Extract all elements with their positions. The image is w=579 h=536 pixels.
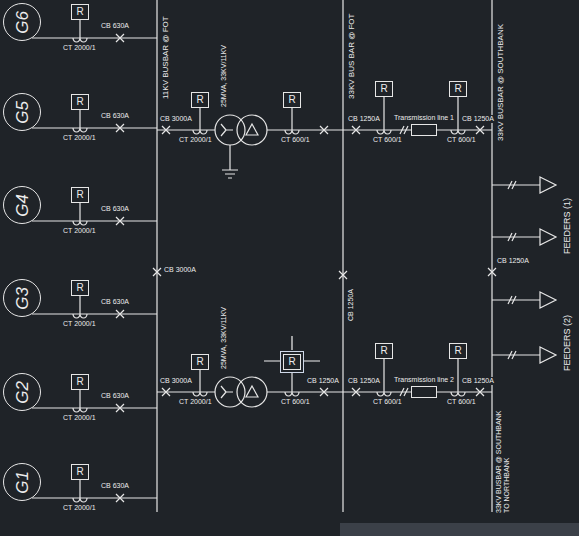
rating-label: CB 1250A	[347, 115, 381, 123]
transmission-line-box: Transmission line 2	[393, 376, 455, 398]
busbar-label: CB 1250A	[347, 288, 355, 322]
rating-label: CB 630A	[100, 482, 130, 490]
rating-label: CT 600/1	[280, 136, 311, 144]
generator-label: G5	[14, 101, 31, 124]
rating-label: CT 600/1	[280, 398, 311, 406]
relay-box: R	[283, 92, 300, 108]
rating-label: CB 630A	[100, 298, 130, 306]
generator-label: G1	[14, 471, 31, 494]
feeder-outlets	[492, 177, 556, 363]
relay-box: R	[375, 81, 392, 97]
line-impedance-box	[411, 124, 437, 136]
generator-circle: G3	[3, 279, 41, 317]
generator-circle: G4	[3, 186, 41, 224]
generator-label: G3	[14, 287, 31, 310]
generator-feeds	[32, 20, 157, 502]
rating-label: CT 2000/1	[62, 227, 97, 235]
rating-label: CT 2000/1	[62, 44, 97, 52]
relay-box: R	[191, 92, 208, 108]
rating-label: CB 1250A	[347, 377, 381, 385]
relay-box: R	[71, 464, 88, 480]
busbar-label: FEEDERS (2)	[562, 314, 572, 372]
rating-label: CB 630A	[100, 205, 130, 213]
relay-box: R	[71, 4, 88, 20]
rating-label: CT 2000/1	[62, 134, 97, 142]
busbar-label: 33KV BUSBAR @ SOUTHBANK TO NORTHBANK	[495, 400, 511, 514]
busbars	[153, 0, 496, 512]
relay-label: R	[196, 356, 203, 367]
line-impedance-box	[411, 386, 437, 398]
rating-label: CT 2000/1	[178, 136, 213, 144]
generator-label: G6	[14, 11, 31, 34]
rating-label: CT 2000/1	[62, 504, 97, 512]
relay-box: R	[71, 280, 88, 296]
relay-label: R	[288, 94, 295, 105]
rating-label: CB 630A	[100, 112, 130, 120]
relay-box: R	[283, 354, 300, 370]
relay-box: R	[449, 81, 466, 97]
line-name: Transmission line 2	[393, 376, 455, 384]
status-bar	[340, 523, 579, 536]
transformer-bay-1	[157, 108, 343, 178]
relay-label: R	[288, 356, 295, 367]
rating-label: CB 3000A	[159, 377, 193, 385]
busbar-label: 33KV BUS BAR @ FOT	[347, 13, 356, 100]
rating-label: CT 600/1	[372, 398, 403, 406]
relay-box: R	[375, 343, 392, 359]
rating-label: CT 600/1	[372, 136, 403, 144]
busbar-label: 25MVA, 33KV/11KV	[220, 44, 228, 108]
rating-label: CT 2000/1	[62, 414, 97, 422]
relay-label: R	[76, 376, 83, 387]
busbar-label: 33KV BUSBAR @ SOUTHBANK	[496, 23, 505, 142]
rating-label: CT 600/1	[446, 398, 477, 406]
relay-label: R	[380, 83, 387, 94]
relay-label: R	[76, 189, 83, 200]
relay-box: R	[449, 343, 466, 359]
relay-box: R	[71, 374, 88, 390]
rating-label: CB 1250A	[461, 377, 495, 385]
rating-label: CT 600/1	[446, 136, 477, 144]
rating-label: CB 1250A	[496, 257, 530, 265]
relay-label: R	[76, 282, 83, 293]
generator-circle: G2	[3, 373, 41, 411]
relay-box: R	[71, 187, 88, 203]
busbar-label: 25MVA, 33KV/11KV	[220, 306, 228, 370]
transmission-line-box: Transmission line 1	[393, 114, 455, 136]
relay-label: R	[76, 96, 83, 107]
relay-box: R	[71, 94, 88, 110]
generator-label: G2	[14, 381, 31, 404]
rating-label: CB 3000A	[163, 266, 197, 274]
line-name: Transmission line 1	[393, 114, 455, 122]
transformer-bay-2	[157, 336, 343, 407]
relay-label: R	[76, 466, 83, 477]
generator-label: G4	[14, 194, 31, 217]
rating-label: CB 630A	[100, 22, 130, 30]
rating-label: CB 3000A	[159, 115, 193, 123]
relay-label: R	[454, 83, 461, 94]
relay-label: R	[380, 345, 387, 356]
rating-label: CB 1250A	[461, 115, 495, 123]
relay-label: R	[76, 6, 83, 17]
relay-box: R	[191, 354, 208, 370]
busbar-label: 11KV BUSBAR @ FOT	[161, 15, 170, 100]
generator-circle: G5	[3, 93, 41, 131]
generator-circle: G1	[3, 463, 41, 501]
rating-label: CB 630A	[100, 392, 130, 400]
generator-circle: G6	[3, 3, 41, 41]
busbar-label: FEEDERS (1)	[562, 197, 572, 255]
relay-label: R	[454, 345, 461, 356]
relay-label: R	[196, 94, 203, 105]
rating-label: CB 1250A	[306, 377, 340, 385]
rating-label: CT 2000/1	[62, 320, 97, 328]
rating-label: CT 2000/1	[178, 398, 213, 406]
